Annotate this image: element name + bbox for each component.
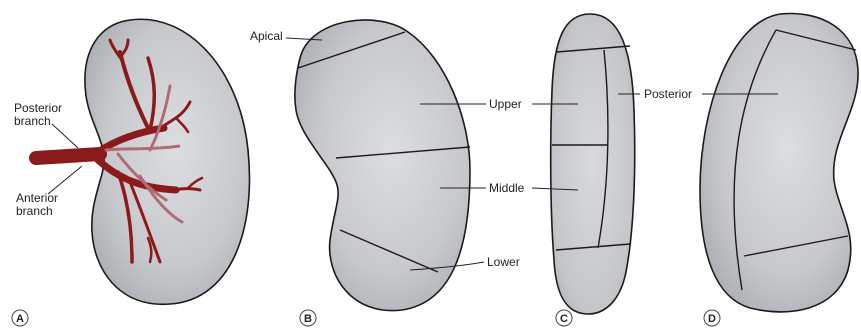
svg-text:B: B <box>304 313 312 325</box>
posterior-label: Posterior <box>644 87 692 101</box>
kidney-d-outline <box>700 13 858 311</box>
svg-text:C: C <box>560 313 568 325</box>
anterior-branch-leader <box>48 166 82 194</box>
panel-b: Apical Upper Middle Lower B <box>250 20 525 326</box>
apical-label: Apical <box>250 29 283 43</box>
svg-text:A: A <box>16 313 24 325</box>
panel-c-marker: C <box>556 310 572 326</box>
kidney-c-outline <box>551 14 635 314</box>
panel-b-marker: B <box>300 310 316 326</box>
svg-text:D: D <box>708 313 716 325</box>
mid-branch <box>172 189 200 191</box>
posterior-branch-label: Posterior branch <box>14 101 65 128</box>
panel-d-marker: D <box>704 310 720 326</box>
kidney-a-outline <box>85 19 250 304</box>
anterior-branch-label: Anterior branch <box>16 191 61 218</box>
middle-label: Middle <box>489 181 525 195</box>
panel-a-marker: A <box>12 310 28 326</box>
main-renal-artery <box>36 154 100 158</box>
panel-a: Posterior branch Anterior branch A <box>12 19 249 326</box>
panel-c: C <box>532 14 635 326</box>
posterior-branch-leader <box>52 124 78 148</box>
upper-label: Upper <box>489 97 522 111</box>
lower-label: Lower <box>487 255 520 269</box>
panel-d: Posterior D <box>618 13 858 326</box>
